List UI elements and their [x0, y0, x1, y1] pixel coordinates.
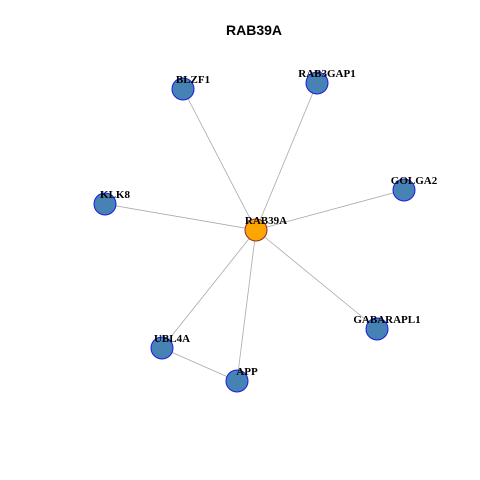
node-label-blzf1: BLZF1: [176, 74, 210, 86]
node-app[interactable]: [225, 369, 249, 393]
edge-layer: [104, 82, 405, 382]
node-klk8[interactable]: [93, 192, 117, 216]
diagram-title: RAB39A: [226, 22, 282, 38]
node-gabarapl1[interactable]: [365, 317, 389, 341]
node-label-golga2: GOLGA2: [391, 175, 438, 187]
node-ubl4a[interactable]: [150, 336, 174, 360]
node-layer: [93, 71, 416, 393]
edge-rab39a-rab3gap1: [255, 82, 318, 231]
node-rab3gap1[interactable]: [305, 71, 329, 95]
edge-rab39a-ubl4a: [161, 229, 257, 349]
node-label-rab3gap1: RAB3GAP1: [298, 68, 355, 80]
edge-rab39a-golga2: [255, 189, 405, 231]
edge-ubl4a-app: [161, 347, 238, 382]
node-label-klk8: KLK8: [100, 189, 130, 201]
node-label-gabarapl1: GABARAPL1: [353, 314, 420, 326]
node-blzf1[interactable]: [171, 77, 195, 101]
node-golga2[interactable]: [392, 178, 416, 202]
node-label-ubl4a: UBL4A: [154, 333, 190, 345]
node-label-rab39a: RAB39A: [245, 215, 287, 227]
node-rab39a[interactable]: [244, 218, 268, 242]
edge-rab39a-app: [236, 229, 257, 382]
edge-rab39a-klk8: [104, 203, 257, 231]
label-layer: RAB39A BLZF1 RAB3GAP1GOLGA2KLK8GABARAPL1UB…: [100, 68, 438, 378]
edge-rab39a-gabarapl1: [255, 229, 378, 330]
node-label-app: APP: [236, 366, 258, 378]
edge-rab39a-blzf1: [182, 88, 257, 231]
